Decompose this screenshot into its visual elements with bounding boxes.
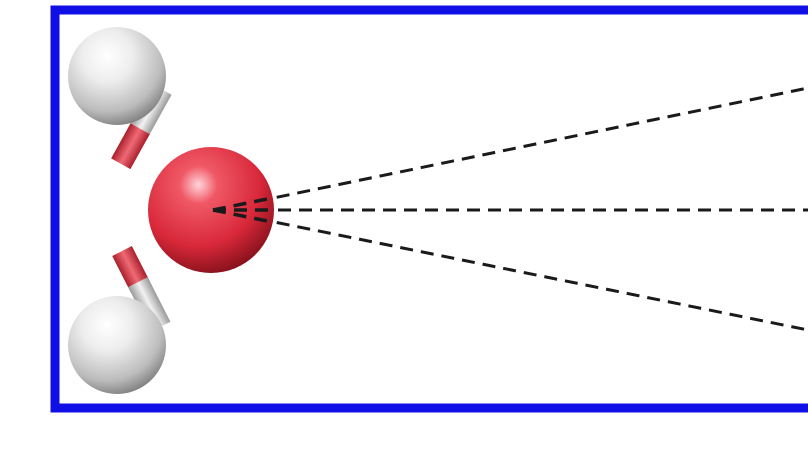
dashed-line-lower [214,208,808,332]
bond-o-h2 [112,246,171,332]
interaction-lines [214,86,808,332]
oxygen-atom [148,147,274,273]
hydrogen-atom-top [68,27,166,125]
atoms [68,27,274,394]
interaction-line-origins [212,196,273,224]
hydrogen-atom-bottom [68,296,166,394]
dashed-line-upper [214,86,808,212]
